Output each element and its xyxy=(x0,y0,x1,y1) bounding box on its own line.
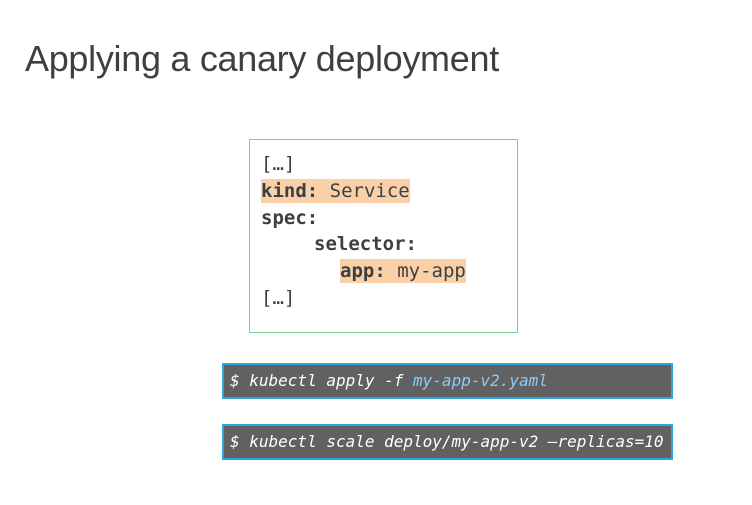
slide-title: Applying a canary deployment xyxy=(25,38,499,79)
app-value: my-app xyxy=(385,260,466,282)
apply-command-prefix: $ kubectl apply -f xyxy=(230,371,414,390)
app-line: app: my-app xyxy=(340,259,466,283)
service-yaml-snippet: […] kind: Service spec: selector: app: m… xyxy=(249,139,518,333)
kind-line: kind: Service xyxy=(261,179,410,203)
apply-command-file: my-app-v2.yaml xyxy=(413,371,548,390)
selector-key: selector: xyxy=(314,233,417,255)
ellipsis-bottom: […] xyxy=(261,287,296,309)
apply-command: $ kubectl apply -f my-app-v2.yaml xyxy=(230,365,548,397)
apply-command-box: $ kubectl apply -f my-app-v2.yaml xyxy=(222,363,673,399)
kind-value: Service xyxy=(318,180,410,202)
scale-command-box: $ kubectl scale deploy/my-app-v2 –replic… xyxy=(222,424,673,460)
kind-key: kind: xyxy=(261,180,319,202)
scale-command: $ kubectl scale deploy/my-app-v2 –replic… xyxy=(230,432,664,451)
ellipsis-top: […] xyxy=(261,153,296,175)
spec-key: spec: xyxy=(261,207,319,229)
app-key: app: xyxy=(340,260,386,282)
